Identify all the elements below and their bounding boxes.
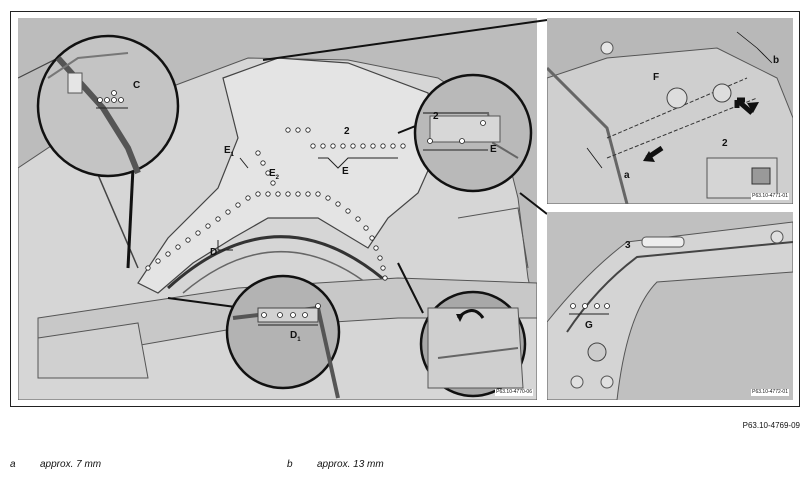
- detail-top-illustration: F 2 a b: [547, 18, 793, 204]
- label-d: D: [210, 247, 217, 258]
- main-panel: C 2 E1 E2 E D 2 E D1 P63.10-4770-06: [18, 18, 537, 400]
- detail-bottom-ref: P63.10-4772-01: [751, 389, 789, 396]
- label-dim-b: b: [773, 55, 779, 66]
- label-inset-2: 2: [433, 111, 439, 122]
- label-f: F: [653, 72, 659, 83]
- label-c: C: [133, 80, 140, 91]
- label-e1: E1: [224, 145, 235, 158]
- legend-text-a: approx. 7 mm: [40, 459, 102, 470]
- label-e2: E2: [269, 168, 280, 181]
- detail-bottom-illustration: 3 G: [547, 212, 793, 400]
- label-dim-a: a: [624, 170, 630, 181]
- main-panel-ref: P63.10-4770-06: [495, 389, 533, 396]
- legend-key-b: b: [287, 459, 293, 470]
- detail-top-ref: P63.10-4771-01: [751, 193, 789, 200]
- label-inset-e: E: [490, 144, 497, 155]
- legend-item-b: b approx. 13 mm: [287, 459, 384, 470]
- detail-panel-bottom: 3 G P63.10-4772-01: [547, 212, 793, 400]
- label-g: G: [585, 320, 593, 331]
- detail-panel-top: F 2 a b P63.10-4771-01: [547, 18, 793, 204]
- label-top-2: 2: [722, 138, 728, 149]
- legend-text-b: approx. 13 mm: [317, 459, 384, 470]
- main-illustration: C 2 E1 E2 E D 2 E D1: [18, 18, 537, 400]
- figure-reference: P63.10-4769-09: [742, 421, 800, 430]
- legend-key-a: a: [10, 459, 16, 470]
- label-part-3: 3: [625, 240, 631, 251]
- label-e: E: [342, 166, 349, 177]
- legend-item-a: a approx. 7 mm: [10, 459, 101, 470]
- label-d1: D1: [290, 330, 301, 343]
- label-part-2: 2: [344, 126, 350, 137]
